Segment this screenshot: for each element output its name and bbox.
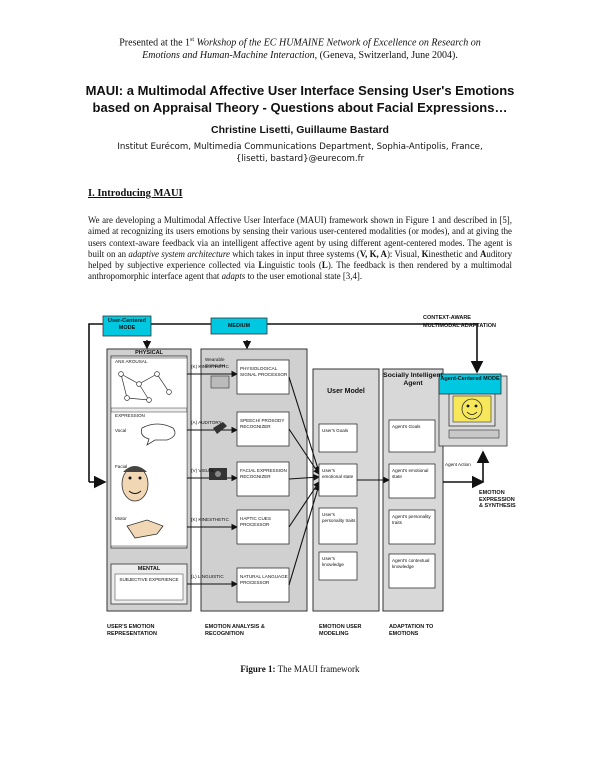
speech-recognizer-box — [236, 411, 290, 447]
agent-knowledge-label: Agent's contextual knowledge — [392, 558, 430, 569]
column-emotion-user-modeling: EMOTION USER MODELING — [319, 624, 362, 637]
wearable-computer-icon — [210, 375, 230, 389]
user-model-title: User Model — [327, 388, 365, 395]
facial-label: Facial — [115, 464, 128, 469]
haptic-processor-label: HAPTIC CUES PROCESSOR — [240, 516, 271, 527]
agent-title: Socially Intelligent Agent — [383, 372, 443, 387]
kinesthetic-2-label: (K) KINESTHETIC — [191, 517, 229, 522]
user-centered-mode-label: User-Centered MODE — [108, 318, 146, 331]
ans-arousal-label: ANS AROUSAL — [115, 359, 148, 364]
figure-caption: Figure 1: The MAUI framework — [240, 664, 360, 674]
agent-centered-mode-badge — [438, 373, 502, 395]
nlp-processor-box — [236, 567, 290, 603]
ans-network-icon — [118, 371, 172, 403]
context-aware-label: CONTEXT-AWARE — [423, 315, 471, 321]
agent-action-label: Agent Action — [445, 462, 471, 467]
user-centered-mode-badge — [102, 315, 152, 337]
multimodal-adaptation-label: MULTIMODAL ADAPTATION — [423, 323, 497, 329]
facial-recognizer-box — [236, 461, 290, 497]
emotion-expression-label: EMOTION EXPRESSION & SYNTHESIS — [479, 490, 516, 509]
physiological-processor-label: PHYSIOLOGICAL SIGNAL PROCESSOR — [240, 366, 288, 377]
facial-recognizer-label: FACIAL EXPRESSION RECOGNIZER — [240, 468, 287, 479]
user-goals-label: User's Goals — [322, 428, 349, 433]
linguistic-label: (L) LINGUISTIC — [191, 574, 224, 579]
user-personality-label: User's personality traits — [322, 512, 356, 523]
user-knowledge-label: User's knowledge — [322, 556, 344, 567]
agent-face-icon — [461, 398, 483, 420]
figure-diagram — [88, 315, 508, 612]
microphone-icon — [213, 422, 227, 434]
vocal-label: Vocal — [115, 428, 127, 433]
auditory-label: (A) AUDITORY — [191, 420, 222, 425]
agent-personality-label: Agent's personality traits — [392, 514, 431, 525]
medium-badge — [210, 317, 268, 335]
speech-recognizer-label: SPEECH/ PROSODY RECOGNIZER — [240, 418, 285, 429]
paper-title: MAUI: a Multimodal Affective User Interf… — [85, 83, 515, 115]
face-icon — [121, 466, 149, 502]
speech-bubble-icon — [140, 423, 176, 446]
affiliation: Institut Eurécom, Multimedia Communicati… — [117, 142, 483, 164]
physiological-processor-box — [236, 359, 290, 395]
kinesthetic-1-label: (K) KINESTHETIC — [191, 364, 229, 369]
maui-framework-figure: User-Centered MODE MEDIUM CONTEXT-AWARE … — [87, 312, 516, 662]
authors: Christine Lisetti, Guillaume Bastard — [211, 124, 389, 136]
agent-emotional-state-label: Agent's emotional state — [392, 468, 429, 479]
motor-label: Motor — [115, 516, 127, 521]
mental-label: MENTAL — [137, 566, 161, 572]
column-adaptation: ADAPTATION TO EMOTIONS — [389, 624, 434, 637]
context-loop-line — [88, 323, 484, 482]
physical-label: PHYSICAL — [135, 350, 163, 356]
section-heading: I. Introducing MAUI — [88, 188, 183, 199]
column-emotion-analysis: EMOTION ANALYSIS & RECOGNITION — [205, 624, 265, 637]
wearable-computer-label: Wearable Computer — [205, 357, 226, 368]
expression-label: EXPRESSION — [115, 413, 145, 418]
hand-icon — [126, 519, 164, 539]
agent-centered-mode-label: Agent-Centered MODE — [440, 376, 500, 382]
subjective-experience-label: SUBJECTIVE EXPERIENCE — [119, 577, 179, 582]
presented-at-note: Presented at the 1st Workshop of the EC … — [119, 37, 481, 62]
intro-paragraph: We are developing a Multimodal Affective… — [88, 215, 513, 282]
nlp-processor-label: NATURAL LANGUAGE PROCESSOR — [240, 574, 288, 585]
user-emotional-state-label: User's emotional state — [322, 468, 354, 479]
visual-label: (V) VISUAL — [191, 468, 215, 473]
haptic-processor-box — [236, 509, 290, 545]
agent-goals-label: Agent's Goals — [392, 424, 421, 429]
column-user-emotion-representation: USER'S EMOTION REPRESENTATION — [107, 624, 157, 637]
medium-label: MEDIUM — [227, 323, 251, 329]
